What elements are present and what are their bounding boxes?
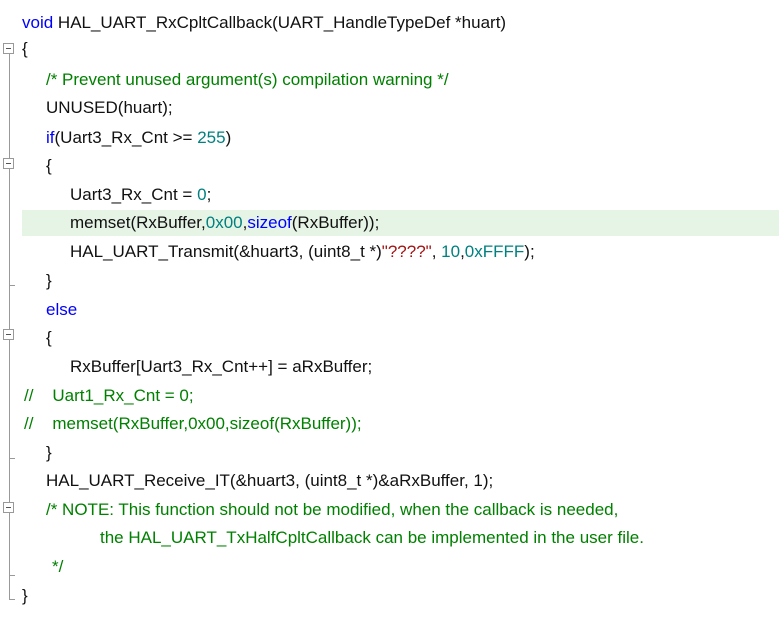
code-line-note-1[interactable]: /* NOTE: This function should not be mod…	[46, 497, 618, 523]
code-line-note-2[interactable]: the HAL_UART_TxHalfCpltCallback can be i…	[100, 525, 644, 551]
statement-text: HAL_UART_Transmit(&huart3, (uint8_t *)	[70, 242, 382, 261]
code-line-receive-it[interactable]: HAL_UART_Receive_IT(&huart3, (uint8_t *)…	[46, 468, 493, 494]
code-line-cnt-reset[interactable]: Uart3_Rx_Cnt = 0;	[70, 182, 211, 208]
number-literal: 0	[197, 185, 207, 204]
number-literal: 0xFFFF	[464, 242, 525, 261]
string-literal: "????"	[381, 242, 432, 261]
code-line-unused[interactable]: UNUSED(huart);	[46, 95, 173, 121]
statement-text: );	[524, 242, 535, 261]
code-line-if[interactable]: if(Uart3_Rx_Cnt >= 255)	[46, 125, 231, 151]
fold-end-else-block	[9, 458, 15, 459]
comment-text: memset(RxBuffer,0x00,sizeof(RxBuffer));	[33, 414, 362, 433]
fold-end-if-block	[9, 285, 15, 286]
brace: {	[46, 156, 52, 175]
comment-text: Uart1_Rx_Cnt = 0;	[33, 386, 194, 405]
comment-text: */	[52, 557, 64, 576]
statement-text: RxBuffer[Uart3_Rx_Cnt++] = aRxBuffer;	[70, 357, 373, 376]
comma: ,	[242, 213, 248, 232]
code-line-open-else[interactable]: {	[46, 325, 52, 351]
current-line-highlight	[22, 210, 779, 236]
semicolon: ;	[206, 185, 212, 204]
fold-toggle-note-comment[interactable]	[3, 502, 14, 513]
brace: }	[46, 271, 52, 290]
fold-end-note-comment	[9, 575, 15, 576]
brace: {	[22, 39, 28, 58]
brace: {	[46, 328, 52, 347]
function-signature: HAL_UART_RxCpltCallback(UART_HandleTypeD…	[53, 13, 507, 32]
number-literal: 0x00	[205, 213, 243, 232]
keyword-void: void	[22, 13, 54, 32]
fold-toggle-else-block[interactable]	[3, 329, 14, 340]
code-line-close-if[interactable]: }	[46, 268, 52, 294]
paren: )	[225, 128, 232, 147]
keyword-sizeof: sizeof	[247, 213, 292, 232]
statement-text: HAL_UART_Receive_IT(&huart3, (uint8_t *)…	[46, 471, 494, 490]
comment-text: the HAL_UART_TxHalfCpltCallback can be i…	[100, 528, 644, 547]
brace: }	[46, 443, 52, 462]
code-line-signature[interactable]: void HAL_UART_RxCpltCallback(UART_Handle…	[22, 10, 506, 36]
fold-toggle-function[interactable]	[3, 43, 14, 54]
code-line-open-if[interactable]: {	[46, 153, 52, 179]
code-line-note-3[interactable]: */	[52, 554, 63, 580]
keyword-else: else	[46, 300, 78, 319]
code-line-close-brace[interactable]: }	[22, 583, 28, 609]
code-line-else[interactable]: else	[46, 297, 77, 323]
comma: ,	[431, 242, 442, 261]
code-line-open-brace[interactable]: {	[22, 36, 28, 62]
code-line-memset[interactable]: memset(RxBuffer,0x00,sizeof(RxBuffer));	[70, 210, 379, 236]
code-line-commented-cnt[interactable]: // Uart1_Rx_Cnt = 0;	[24, 383, 194, 409]
code-line-rxbuffer-assign[interactable]: RxBuffer[Uart3_Rx_Cnt++] = aRxBuffer;	[70, 354, 372, 380]
code-line-close-else[interactable]: }	[46, 440, 52, 466]
fold-gutter	[0, 0, 20, 620]
keyword-if: if	[46, 128, 55, 147]
fold-toggle-if-block[interactable]	[3, 158, 14, 169]
code-line-comment[interactable]: /* Prevent unused argument(s) compilatio…	[46, 67, 449, 93]
code-line-transmit[interactable]: HAL_UART_Transmit(&huart3, (uint8_t *)"?…	[70, 239, 535, 265]
statement-text: UNUSED(huart);	[46, 98, 173, 117]
comma: ,	[460, 242, 465, 261]
line-comment-marker: //	[24, 414, 34, 433]
number-literal: 255	[197, 128, 226, 147]
line-comment-marker: //	[24, 386, 34, 405]
fold-guide-line	[9, 44, 10, 600]
condition-text: (Uart3_Rx_Cnt >=	[54, 128, 198, 147]
statement-text: (RxBuffer));	[291, 213, 380, 232]
number-literal: 10	[441, 242, 461, 261]
statement-text: memset(RxBuffer,	[70, 213, 206, 232]
brace: }	[22, 586, 28, 605]
statement-text: Uart3_Rx_Cnt =	[70, 185, 198, 204]
fold-end-function	[9, 599, 15, 600]
comment-text: /* Prevent unused argument(s) compilatio…	[46, 70, 449, 89]
code-line-commented-memset[interactable]: // memset(RxBuffer,0x00,sizeof(RxBuffer)…	[24, 411, 362, 437]
comment-text: /* NOTE: This function should not be mod…	[46, 500, 619, 519]
